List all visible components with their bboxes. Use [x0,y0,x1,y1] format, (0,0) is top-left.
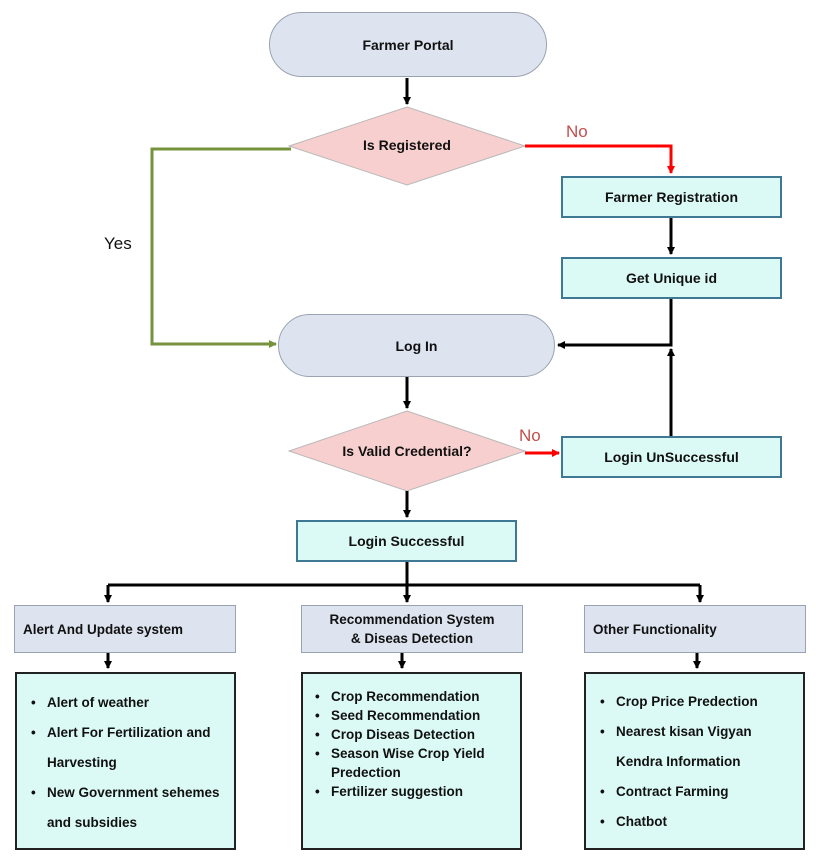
recommendation-title-line2: & Diseas Detection [350,631,474,646]
is-registered-label: Is Registered [363,137,451,153]
no-label-registered: No [566,122,588,141]
other-category-header: Other Functionality [584,605,806,653]
recommendation-item: Season Wise Crop Yield Predection [307,744,516,782]
farmer-portal-node: Farmer Portal [269,12,547,77]
alert-category-header: Alert And Update system [14,605,236,653]
login-unsuccessful-node: Login UnSuccessful [561,436,782,478]
log-in-node: Log In [278,314,555,377]
recommendation-item: Crop Recommendation [307,687,516,706]
alert-item: New Government sehemes and subsidies [23,778,228,838]
recommendation-details-box: Crop Recommendation Seed Recommendation … [301,672,522,850]
farmer-registration-node: Farmer Registration [561,176,782,218]
arrow-no-to-registration [525,144,675,174]
other-item: Chatbot [592,807,797,837]
arrow-uniqueid-to-login [557,299,673,349]
no-label-credential: No [519,426,541,445]
other-item: Crop Price Predection [592,687,797,717]
recommendation-item: Crop Diseas Detection [307,725,516,744]
other-item: Nearest kisan Vigyan Kendra Information [592,717,797,777]
is-registered-diamond [287,106,527,186]
other-item: Contract Farming [592,777,797,807]
alert-details-box: Alert of weather Alert For Fertilization… [15,672,236,850]
recommendation-category-header: Recommendation System & Diseas Detection [301,605,523,653]
get-unique-id-node: Get Unique id [561,257,782,299]
arrow-yes-to-login [150,147,291,348]
other-details-box: Crop Price Predection Nearest kisan Vigy… [584,672,805,850]
recommendation-title-line1: Recommendation System [329,612,495,627]
login-successful-node: Login Successful [296,520,517,562]
recommendation-item: Seed Recommendation [307,706,516,725]
recommendation-item: Fertilizer suggestion [307,782,516,801]
alert-item: Alert of weather [23,688,228,718]
yes-label: Yes [104,234,132,253]
alert-item: Alert For Fertilization and Harvesting [23,718,228,778]
is-valid-credential-label: Is Valid Credential? [342,443,472,459]
